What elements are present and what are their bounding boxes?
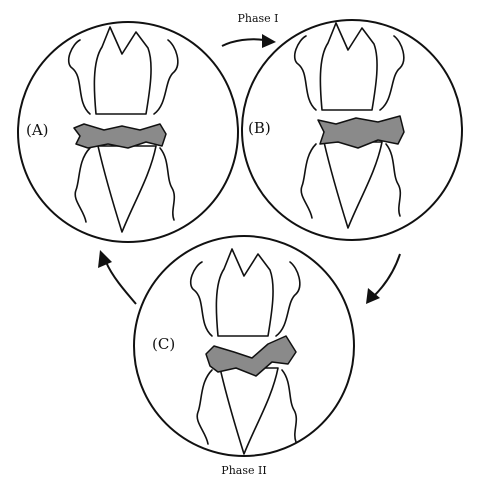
arrow-b-to-c: [366, 254, 400, 304]
panel-a: (A): [18, 22, 238, 242]
panel-b: (B): [242, 20, 462, 240]
arrow-a-to-b: [222, 34, 276, 48]
panel-b-label: (B): [248, 119, 271, 137]
panel-c-label: (C): [152, 335, 175, 353]
panel-a-label: (A): [26, 121, 49, 139]
phase-i-label: Phase I: [237, 12, 278, 25]
phase-ii-label: Phase II: [221, 464, 266, 477]
panel-c: (C): [134, 236, 354, 456]
arrow-c-to-a: [98, 250, 136, 304]
